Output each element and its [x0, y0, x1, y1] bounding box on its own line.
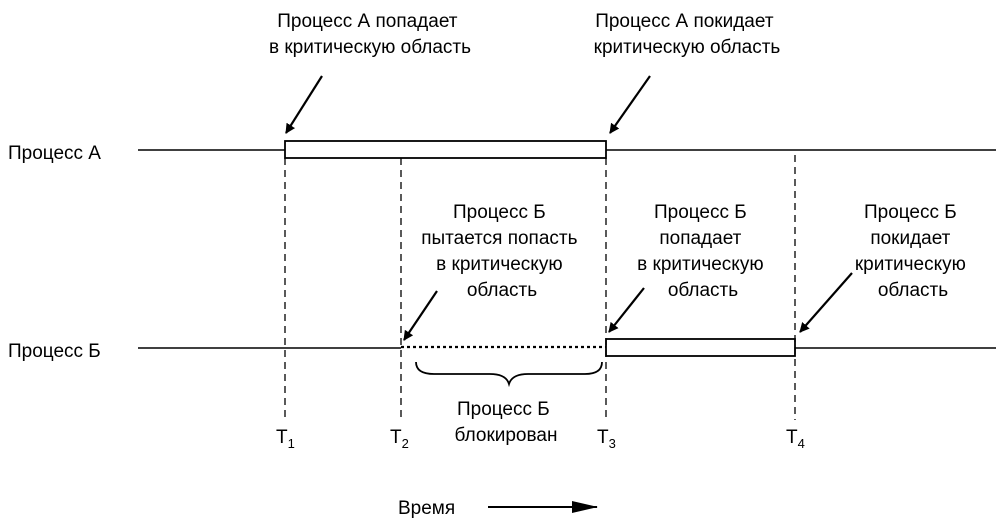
annotation-b-tries: Процесс Б пытается попасть в критическую… [421, 202, 583, 301]
annotation-b-enters: Процесс Б попадает в критическую область [637, 202, 769, 301]
annotation-a-enters: Процесс А попадает в критическую область [269, 11, 471, 58]
blocked-interval-brace [415, 361, 603, 388]
process-a-critical-section-bar [284, 140, 607, 159]
annotation-b-leaves: Процесс Б покидает критическую область [855, 202, 971, 301]
arrow-b-tries [403, 290, 438, 341]
tick-label-t2: T2 [390, 427, 409, 451]
arrow-a-enters [285, 75, 323, 134]
annotation-a-leaves: Процесс А покидает критическую область [594, 11, 781, 58]
tick-label-t4: T4 [786, 427, 805, 451]
tick-label-t1: T1 [276, 427, 295, 451]
lane-label-process-b: Процесс Б [8, 341, 101, 362]
annotation-b-blocked: Процесс Б блокирован [455, 399, 558, 446]
arrow-b-enters [608, 287, 645, 333]
time-axis-label: Время [398, 498, 455, 519]
tick-label-t3: T3 [597, 427, 616, 451]
lane-label-process-a: Процесс А [8, 143, 101, 164]
arrow-a-leaves [609, 75, 651, 134]
process-b-critical-section-bar [605, 338, 796, 357]
arrow-b-leaves [799, 272, 853, 333]
